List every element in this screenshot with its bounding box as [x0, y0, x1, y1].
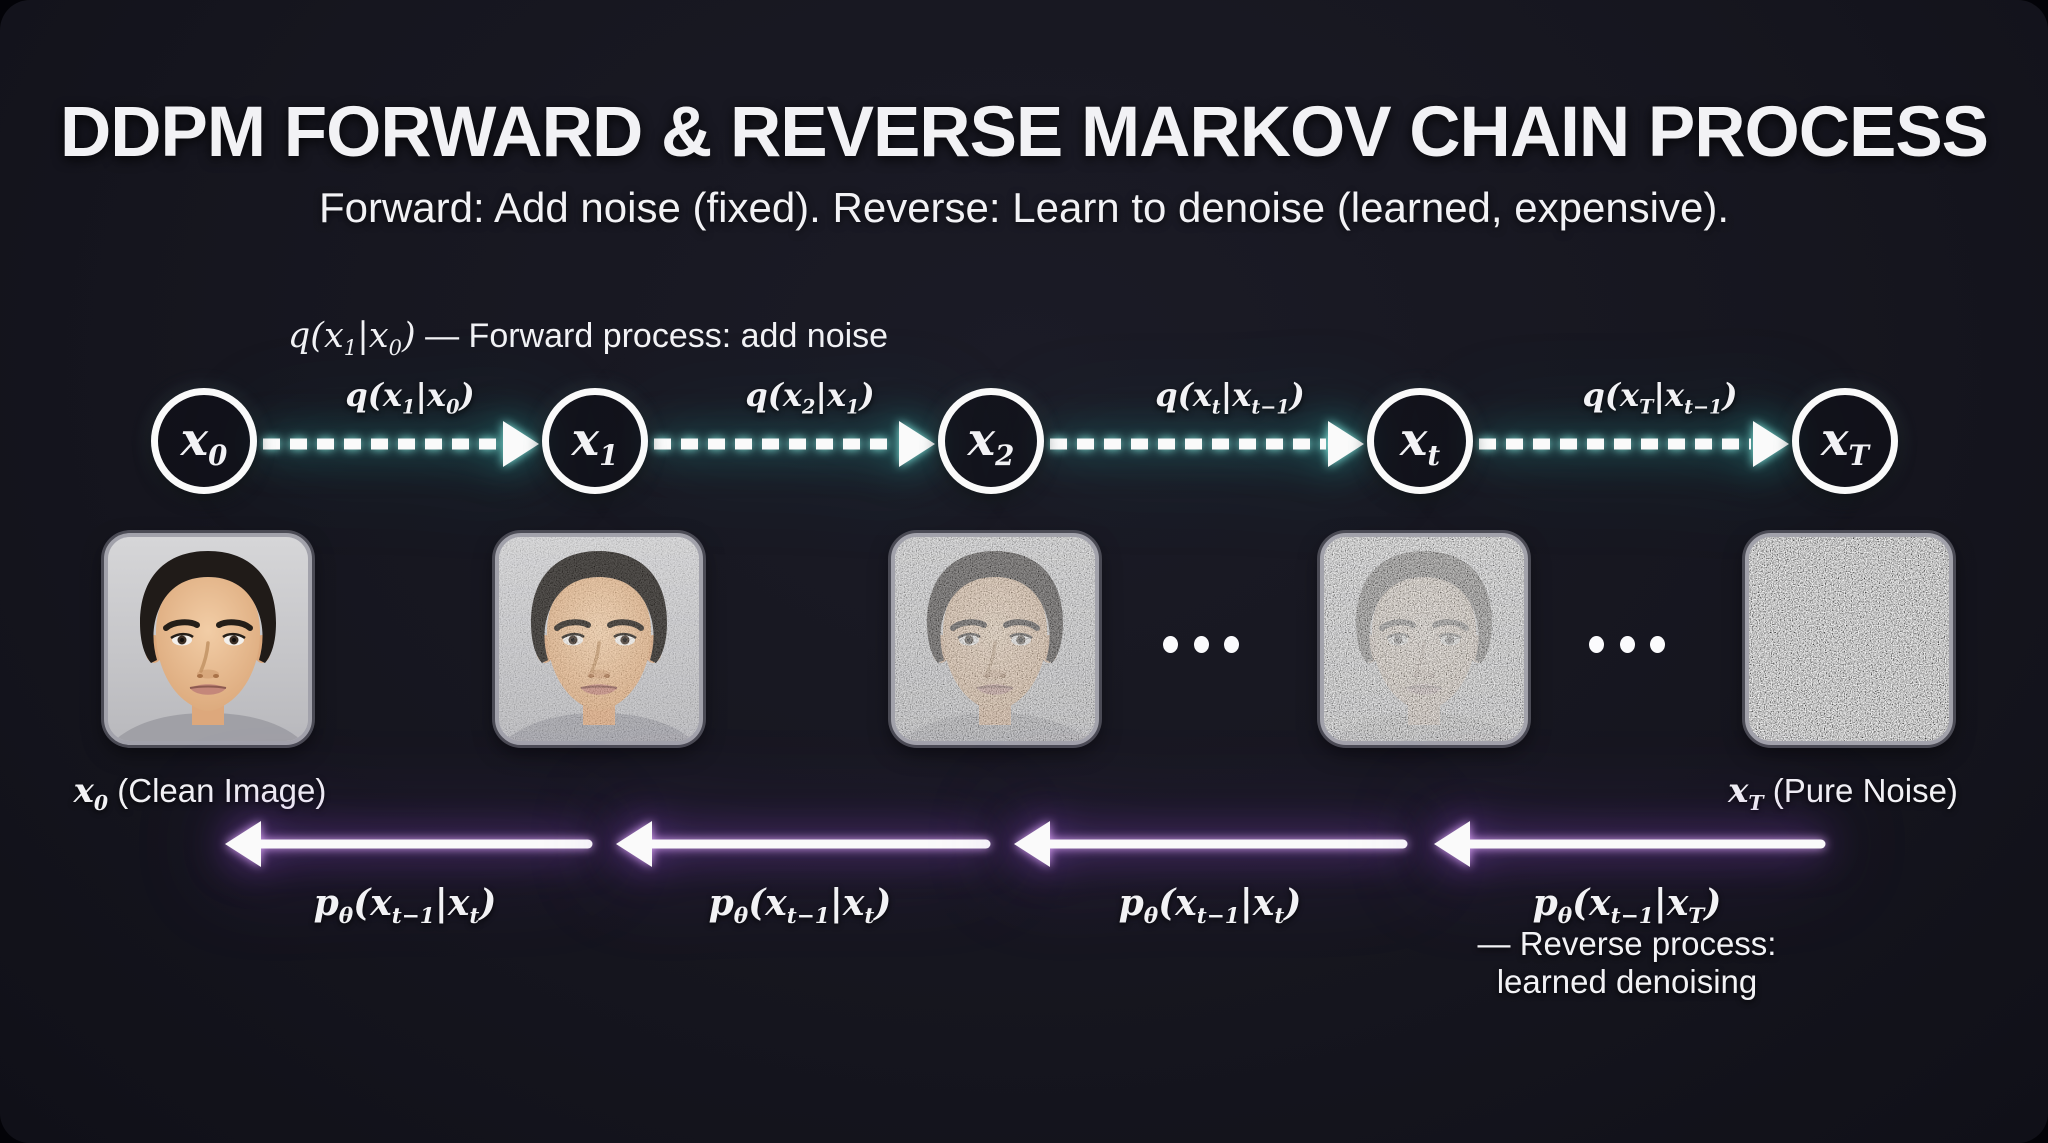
pure-noise-caption-math: xT: [1728, 771, 1764, 815]
node-x0: x0: [151, 388, 257, 494]
forward-arrow-label: q(x2|x1): [745, 376, 875, 419]
xt-heavy-noise-face-image: [1320, 533, 1528, 745]
node-xT: xT: [1792, 388, 1898, 494]
page-title: DDPM FORWARD & REVERSE MARKOV CHAIN PROC…: [59, 93, 1989, 172]
forward-annotation-text: — Forward process: add noise: [415, 317, 889, 355]
reverse-process-note-line2: learned denoising: [1496, 963, 1758, 1000]
reverse-arrow-label: pθ(xt−1|xt): [313, 882, 497, 930]
reverse-arrow-icon: [225, 821, 593, 867]
reverse-process-note-line1: — Reverse process:: [1477, 925, 1777, 962]
x1-light-noise-face-image: [495, 533, 703, 745]
node-xt-label: xt: [1399, 412, 1441, 473]
node-x0-label: x0: [180, 412, 228, 473]
x0-clean-face-image: [104, 533, 312, 745]
ellipsis-icon: [1589, 631, 1665, 657]
clean-image-caption-text: (Clean Image): [108, 772, 327, 809]
reverse-arrow-label: pθ(xt−1|xT): [1532, 882, 1722, 930]
clean-image-caption: x0 (Clean Image): [20, 771, 380, 815]
forward-arrow-icon: [263, 421, 539, 467]
reverse-arrow-icon: [1014, 821, 1408, 867]
x2-medium-noise-face-image: [891, 533, 1099, 745]
pure-noise-caption: xT (Pure Noise): [1663, 771, 2023, 815]
forward-annotation-math: q(x1|x0): [287, 316, 416, 360]
forward-arrow-label: q(xT|xt−1): [1582, 376, 1738, 419]
page-subtitle: Forward: Add noise (fixed). Reverse: Lea…: [318, 184, 1730, 231]
node-x1-label: x1: [571, 412, 619, 473]
reverse-arrow-label: pθ(xt−1|xt): [708, 882, 892, 930]
xT-pure-noise-image: [1745, 533, 1953, 745]
forward-arrow-label: q(xt|xt−1): [1155, 376, 1305, 419]
forward-arrow-icon: [654, 421, 935, 467]
forward-arrow-label: q(x1|x0): [345, 376, 475, 419]
forward-arrow-icon: [1479, 421, 1789, 467]
node-x2: x2: [938, 388, 1044, 494]
reverse-arrow-label: pθ(xt−1|xt): [1118, 882, 1302, 930]
reverse-arrow-icon: [616, 821, 991, 867]
node-x1: x1: [542, 388, 648, 494]
clean-image-caption-math: x0: [73, 771, 109, 815]
node-xt: xt: [1367, 388, 1473, 494]
forward-arrow-icon: [1050, 421, 1364, 467]
ellipsis-icon: [1163, 631, 1239, 657]
pure-noise-caption-text: (Pure Noise): [1763, 772, 1958, 809]
node-x2-label: x2: [967, 412, 1015, 473]
forward-process-annotation: q(x1|x0) — Forward process: add noise: [286, 316, 890, 360]
node-xT-label: xT: [1821, 412, 1869, 473]
reverse-arrow-icon: [1434, 821, 1826, 867]
